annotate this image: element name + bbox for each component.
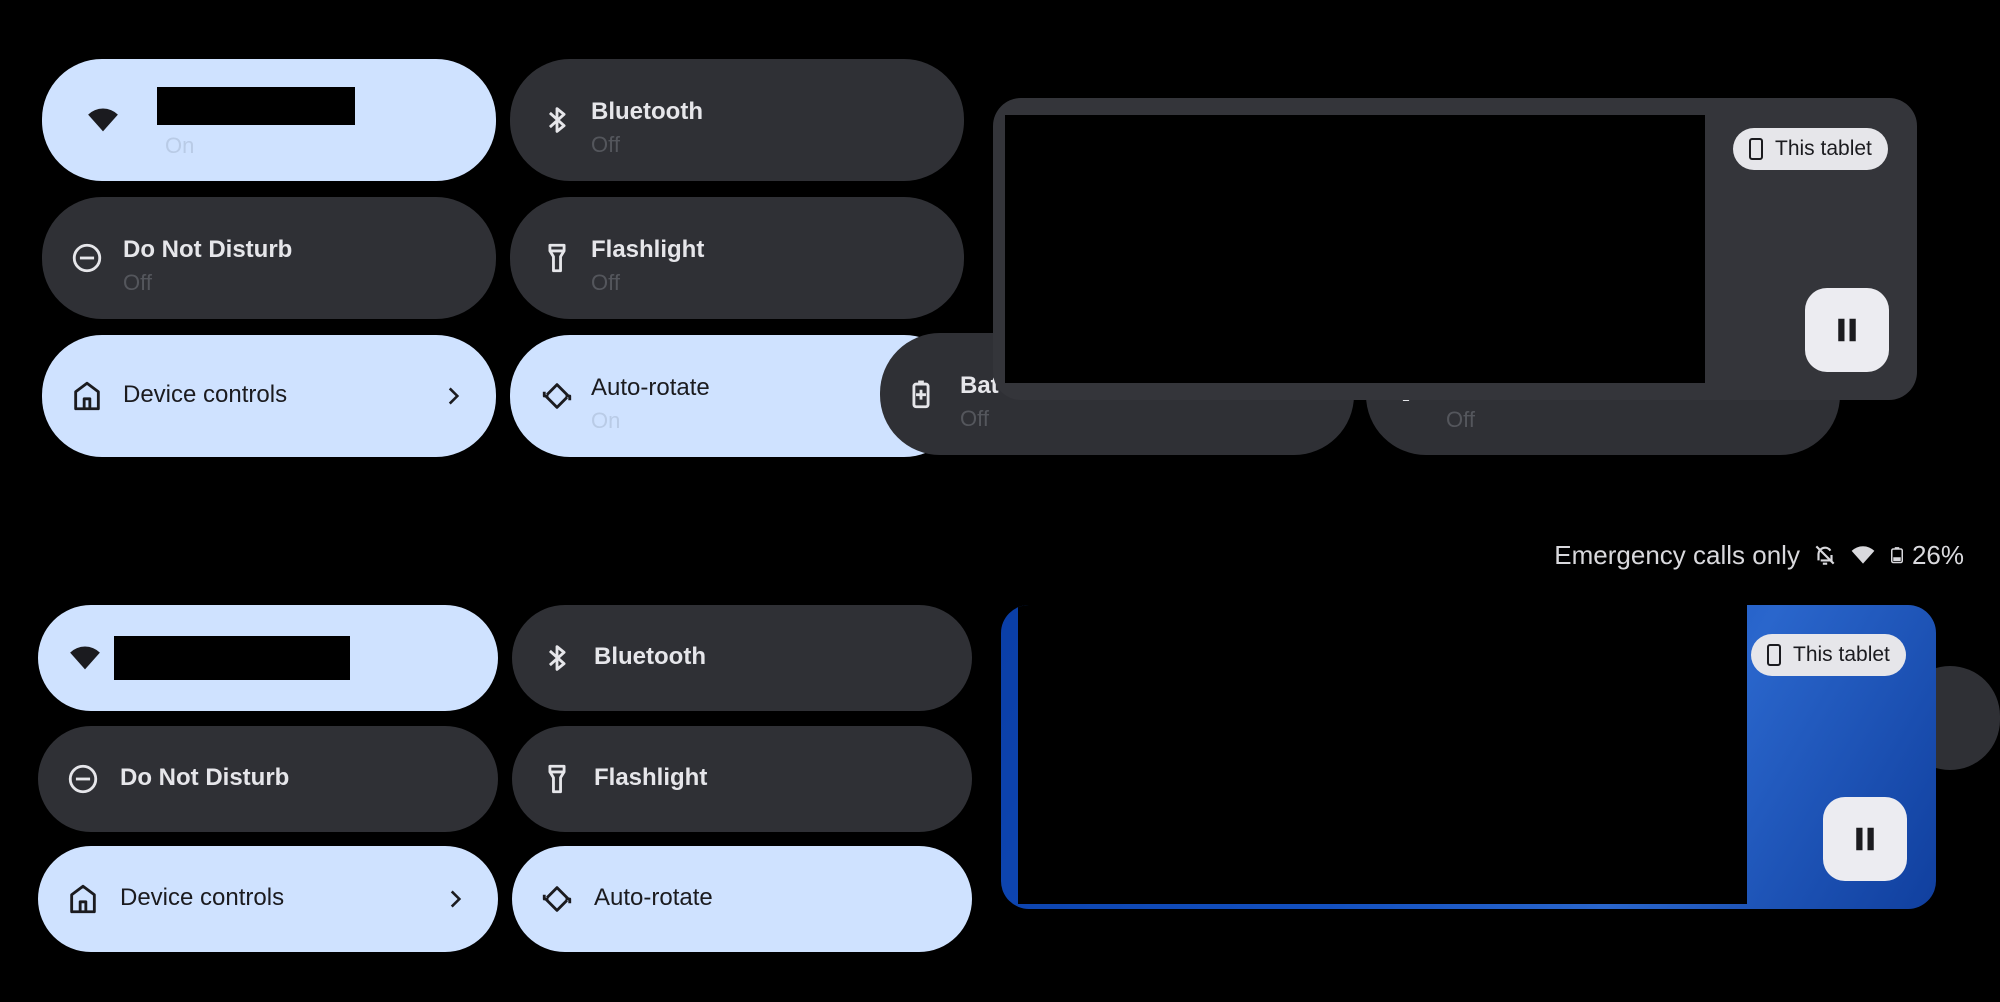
device-controls-tile-bottom[interactable]: Device controls [38, 846, 498, 952]
bluetooth-tile-bottom[interactable]: Bluetooth [512, 605, 972, 711]
auto-rotate-tile-bottom[interactable]: Auto-rotate [512, 846, 972, 952]
rotate-icon [540, 379, 574, 413]
dnd-icon [66, 762, 100, 796]
pause-icon [1856, 827, 1874, 851]
pause-button[interactable] [1823, 797, 1907, 881]
redacted-network-name [114, 636, 350, 680]
hidden-tile-status: Off [1446, 407, 1475, 432]
device-controls-label: Device controls [120, 884, 285, 911]
battery-saver-status: Off [960, 406, 989, 431]
device-controls-label: Device controls [123, 381, 288, 408]
wifi-status: On [165, 133, 195, 158]
bluetooth-label: Bluetooth [591, 98, 703, 125]
wifi-icon [86, 103, 120, 137]
wifi-tile-bottom[interactable] [38, 605, 498, 711]
redacted-network-name [157, 87, 355, 125]
chevron-right-icon [442, 886, 468, 912]
pause-button[interactable] [1805, 288, 1889, 372]
dnd-label: Do Not Disturb [123, 236, 293, 263]
flashlight-tile-bottom[interactable]: Flashlight [512, 726, 972, 832]
bluetooth-label: Bluetooth [594, 643, 706, 670]
dnd-label: Do Not Disturb [120, 764, 290, 791]
device-controls-tile[interactable]: Device controls [42, 335, 496, 457]
home-icon [66, 882, 100, 916]
bluetooth-icon [540, 103, 574, 137]
battery-icon [1890, 547, 1903, 564]
flashlight-icon [540, 762, 574, 796]
battery-percent: 26% [1911, 539, 1964, 570]
auto-rotate-status: On [591, 408, 621, 433]
media-player-bottom[interactable]: This tablet [1001, 605, 1936, 909]
bluetooth-tile[interactable]: Bluetooth Off [510, 59, 964, 181]
bluetooth-status: Off [591, 132, 620, 157]
wifi-tile[interactable]: On [42, 59, 496, 181]
home-icon [70, 379, 104, 413]
carrier-text: Emergency calls only [1554, 539, 1800, 570]
dnd-status: Off [123, 270, 152, 295]
wifi-icon [68, 641, 102, 675]
chevron-right-icon [440, 383, 466, 409]
album-art [1018, 605, 1747, 904]
album-art [1005, 115, 1705, 383]
flashlight-label: Flashlight [594, 764, 708, 791]
bell-off-icon [1815, 545, 1835, 565]
dnd-tile[interactable]: Do Not Disturb Off [42, 197, 496, 319]
output-device-chip[interactable]: This tablet [1733, 128, 1888, 170]
pause-icon [1838, 318, 1856, 342]
auto-rotate-label: Auto-rotate [594, 884, 713, 911]
output-device-label: This tablet [1793, 643, 1890, 666]
auto-rotate-label: Auto-rotate [591, 374, 710, 401]
tablet-icon [1749, 138, 1763, 160]
battery-saver-label: Bat [960, 372, 999, 399]
flashlight-tile[interactable]: Flashlight Off [510, 197, 964, 319]
rotate-icon [540, 882, 574, 916]
tablet-icon [1767, 644, 1781, 666]
flashlight-label: Flashlight [591, 236, 705, 263]
dnd-icon [70, 241, 104, 275]
flashlight-status: Off [591, 270, 620, 295]
wifi-status-icon [1851, 546, 1875, 564]
status-bar: Emergency calls only 26% [1554, 540, 1964, 570]
flashlight-icon [540, 241, 574, 275]
battery-saver-icon [904, 377, 938, 411]
output-device-label: This tablet [1775, 137, 1872, 160]
output-device-chip[interactable]: This tablet [1751, 634, 1906, 676]
dnd-tile-bottom[interactable]: Do Not Disturb [38, 726, 498, 832]
media-player-top[interactable]: This tablet [993, 98, 1917, 400]
bluetooth-icon [540, 641, 574, 675]
